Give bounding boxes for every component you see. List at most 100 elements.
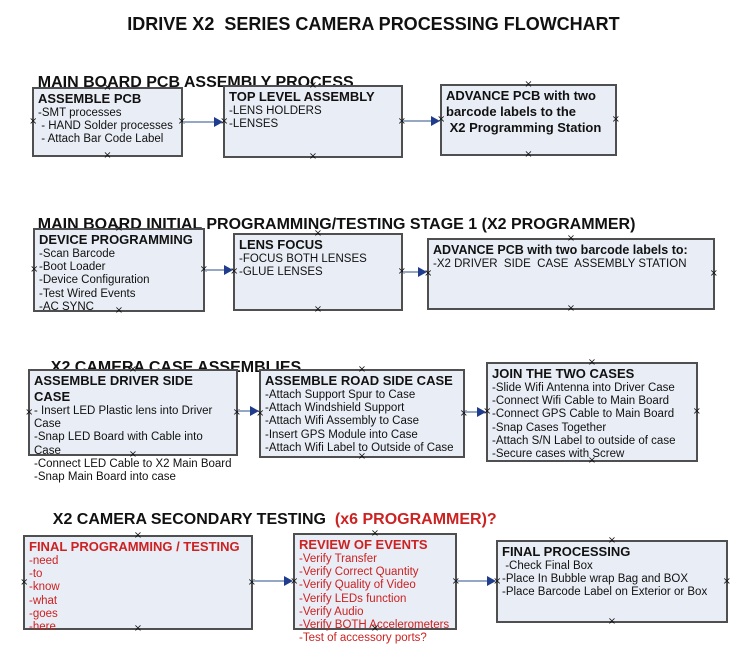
box-item: -Connect Wifi Cable to Main Board [492,395,670,408]
arrow-head-icon [477,407,486,417]
box-title: ASSEMBLE ROAD SIDE CASE [265,373,453,388]
box-item: -Verify BOTH Accelerometers [299,619,450,632]
box-title: DEVICE PROGRAMMING [39,232,193,247]
box-title: FINAL PROCESSING [502,544,631,559]
box-item: -Attach Wifi Assembly to Case [265,415,420,428]
arrow-head-icon [284,576,293,586]
arrow-head-icon [418,267,427,277]
box-item: - Insert LED Plastic lens into Driver Ca… [34,405,216,431]
arrow-head-icon [431,116,440,126]
flow-box-assemble-pcb: ASSEMBLE PCB -SMT processes - HAND Solde… [29,83,186,161]
box-item: -Verify LEDs function [299,592,407,605]
box-title: ASSEMBLE PCB [38,91,142,106]
flow-arrow [465,407,486,417]
box-item: -here [29,621,56,634]
box-title: TOP LEVEL ASSEMBLY [229,89,375,104]
box-item: -to [29,568,43,581]
arrow-head-icon [214,117,223,127]
arrow-head-icon [250,406,259,416]
box-title: LENS FOCUS [239,237,323,252]
connection-anchor-right-icon: × [611,114,620,125]
box-item: -Snap Cases Together [492,421,607,434]
flow-box-lens-focus: LENS FOCUS -FOCUS BOTH LENSES -GLUE LENS… [230,229,406,315]
box-item: -Verify Correct Quantity [299,566,419,579]
page-title: IDRIVE X2 SERIES CAMERA PROCESSING FLOWC… [127,14,620,34]
box-item: -Slide Wifi Antenna into Driver Case [492,382,675,394]
connection-anchor-bottom-icon: × [103,150,112,161]
box-item: -goes [29,607,58,620]
flow-box-advance-pcb-programming-station: ADVANCE PCB with two barcode labels to t… [437,80,620,160]
flow-arrow [183,117,223,127]
box-item: -Attach Support Spur to Case [265,389,416,401]
box-item: -SMT processes [38,107,122,119]
box-item: -Snap LED Board with Cable into Case [34,431,206,457]
box-item: -Connect LED Cable to X2 Main Board [34,457,232,470]
box-item: -Test Wired Events [39,287,136,300]
connection-anchor-right-icon: × [692,406,701,417]
flow-arrow [403,267,427,277]
box-item: -Snap Main Board into case [34,471,176,484]
connection-anchor-left-icon: × [30,264,39,275]
connection-anchor-right-icon: × [709,268,718,279]
box-item: -Verify Transfer [299,553,377,565]
box-item: - Attach Bar Code Label [38,133,164,146]
arrow-line [183,121,214,123]
connection-anchor-right-icon: × [722,575,731,587]
connection-anchor-bottom-icon: × [308,151,318,162]
flow-box-final-processing: FINAL PROCESSING -Check Final Box -Place… [493,536,731,627]
box-title: FINAL PROGRAMMING / TESTING [29,539,240,554]
box-item: -Connect GPS Cable to Main Board [492,408,675,421]
box-item: -Insert GPS Module into Case [265,428,418,441]
box-item: -Check Final Box [502,560,593,572]
box-item: -X2 DRIVER SIDE CASE ASSEMBLY STATION [433,258,687,270]
box-item: -Secure cases with Screw [492,448,625,461]
arrow-line [403,271,418,273]
arrow-line [238,410,250,412]
flow-box-device-programming: DEVICE PROGRAMMING -Scan Barcode -Boot L… [30,224,208,316]
flow-arrow [253,576,293,586]
flow-box-review-of-events: REVIEW OF EVENTS -Verify Transfer -Verif… [290,529,460,645]
box-title: ASSEMBLE DRIVER SIDE CASE [34,373,197,404]
flow-arrow [205,265,233,275]
flow-arrow [238,406,259,416]
box-item: -Verify Quality of Video [299,579,416,592]
box-item: -Attach Wifi Label to Outside of Case [265,441,454,454]
arrow-line [465,411,477,413]
flow-arrow [457,576,496,586]
section-heading-text: X2 CAMERA SECONDARY TESTING [52,511,326,528]
box-item: - HAND Solder processes [38,120,173,133]
flow-box-assemble-road-side-case: ASSEMBLE ROAD SIDE CASE -Attach Support … [256,365,468,462]
flow-arrow [403,116,440,126]
box-item: -know [29,581,60,594]
flow-box-advance-pcb-driver-side: ADVANCE PCB with two barcode labels to: … [424,234,718,314]
box-item: -GLUE LENSES [239,266,323,279]
box-item: -Boot Loader [39,261,106,274]
flow-box-final-programming-testing: FINAL PROGRAMMING / TESTING -need -to -k… [20,531,256,634]
box-item: -Place In Bubble wrap Bag and BOX [502,573,689,586]
arrow-line [457,580,487,582]
arrow-head-icon [487,576,496,586]
connection-anchor-left-icon: × [25,406,34,418]
arrow-line [205,269,224,271]
box-title: ADVANCE PCB with two barcode labels to: [433,243,688,257]
arrow-line [403,120,431,122]
box-title: JOIN THE TWO CASES [492,366,635,381]
flow-box-join-the-two-cases: JOIN THE TWO CASES -Slide Wifi Antenna i… [483,358,701,466]
box-item: -need [29,555,59,567]
connection-anchor-bottom-icon: × [607,616,617,627]
box-item: -what [29,594,58,607]
box-item: -Verify Audio [299,605,364,618]
box-item: -FOCUS BOTH LENSES [239,253,367,265]
section-heading-suffix: (x6 PROGRAMMER)? [326,511,497,528]
arrow-head-icon [224,265,233,275]
connection-anchor-bottom-icon: × [313,304,323,315]
box-title: REVIEW OF EVENTS [299,537,428,552]
box-item: -Device Configuration [39,274,150,287]
box-item: -Attach Windshield Support [265,402,405,415]
box-item: -Attach S/N Label to outside of case [492,434,676,447]
box-item: -Scan Barcode [39,248,116,260]
connection-anchor-left-icon: × [29,116,38,127]
box-item: -LENSES [229,118,279,131]
flow-box-top-level-assembly: TOP LEVEL ASSEMBLY -LENS HOLDERS -LENSES… [220,81,406,162]
